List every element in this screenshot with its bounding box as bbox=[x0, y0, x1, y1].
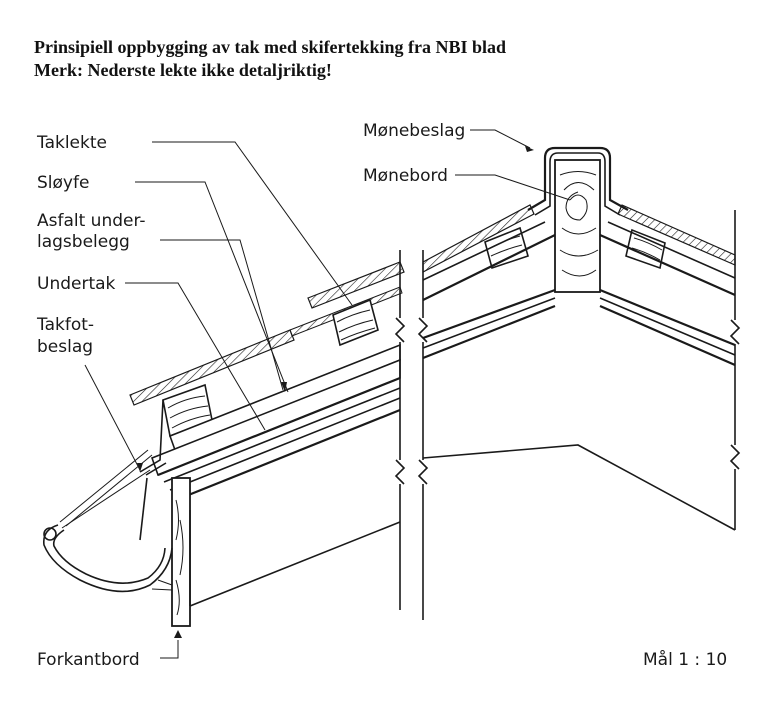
fascia-board bbox=[171, 477, 191, 627]
label-monebord: Mønebord bbox=[363, 166, 448, 186]
slate-tile-upper bbox=[307, 261, 405, 309]
ridge-section bbox=[422, 146, 736, 531]
label-sloyfe: Sløyfe bbox=[37, 173, 89, 193]
label-undertak: Undertak bbox=[37, 274, 116, 294]
title-line-1: Prinsipiell oppbygging av tak med skifer… bbox=[34, 37, 507, 57]
label-asfalt-line2: lagsbelegg bbox=[37, 232, 130, 252]
title-line-2: Merk: Nederste lekte ikke detaljriktig! bbox=[34, 60, 332, 80]
eave-section bbox=[42, 261, 405, 627]
ridge-batten-left bbox=[484, 226, 529, 270]
gutter-bead bbox=[43, 527, 57, 541]
batten-upper bbox=[332, 298, 379, 347]
leader-lines bbox=[84, 129, 571, 659]
ridge-slate-right bbox=[617, 204, 736, 266]
diagram-title: Prinsipiell oppbygging av tak med skifer… bbox=[34, 36, 506, 82]
label-monebeslag: Mønebeslag bbox=[363, 121, 465, 141]
scale-label: Mål 1 : 10 bbox=[643, 649, 727, 670]
ridge-flashing bbox=[527, 146, 629, 211]
slate-tile-lower bbox=[129, 329, 295, 406]
label-takfot-line2: beslag bbox=[37, 337, 93, 357]
label-forkantbord: Forkantbord bbox=[37, 650, 140, 670]
label-taklekte: Taklekte bbox=[36, 133, 107, 153]
label-asfalt-line1: Asfalt under- bbox=[37, 211, 146, 231]
eave-flashing bbox=[139, 399, 167, 476]
label-takfot-line1: Takfot- bbox=[36, 315, 94, 335]
ridge-slate-left bbox=[422, 204, 535, 273]
